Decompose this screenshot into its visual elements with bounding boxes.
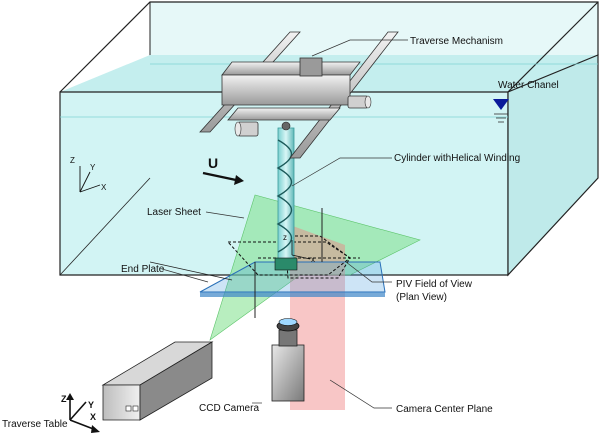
traverse-mechanism-label: Traverse Mechanism <box>410 36 503 47</box>
traverse-carriage-top <box>299 57 323 77</box>
side-camera-side <box>139 341 213 421</box>
leader-laser-sheet <box>205 211 245 219</box>
piv-axis-z-label: z <box>283 233 287 242</box>
channel-top-outline <box>59 1 599 93</box>
cylinder-label: Cylinder withHelical Winding <box>394 153 520 164</box>
channel-right-face <box>507 54 599 277</box>
flow-velocity-indicator: U <box>202 155 244 185</box>
cylinder-holder <box>281 121 291 131</box>
leader-camera-center-plane <box>329 379 392 409</box>
water-level-marker <box>493 99 509 123</box>
side-camera-front <box>102 384 141 421</box>
piv-fov-label-line1: PIV Field of View <box>396 279 473 290</box>
water-channel-label: Water Chanel <box>498 80 559 91</box>
channel-top-right-edge <box>507 1 599 93</box>
flow-arrow-icon <box>234 175 244 185</box>
piv-axis-x-label: x <box>311 255 315 264</box>
end-plate-edge <box>200 292 385 297</box>
ccd-camera-body <box>271 344 305 402</box>
side-camera-port-2 <box>132 405 139 412</box>
leader-cylinder <box>291 157 392 187</box>
piv-fov-square <box>284 235 351 279</box>
channel-axis-y-label: Y <box>90 163 96 172</box>
leader-end-plate <box>161 268 209 283</box>
ccd-camera-label: CCD Camera <box>199 403 259 414</box>
leader-traverse-mechanism <box>311 39 408 57</box>
leader-piv-fov <box>345 261 392 283</box>
water-level-triangle-icon <box>493 99 509 110</box>
side-camera-box <box>101 341 214 421</box>
traverse-table-axes: Z Y X <box>61 393 100 433</box>
channel-left-bottom-edge <box>59 177 151 276</box>
channel-axis-x-label: X <box>101 183 107 192</box>
camera-center-plane-label: Camera Center Plane <box>396 404 493 415</box>
laser-sheet <box>209 194 421 341</box>
table-axis-z-label: Z <box>61 394 67 404</box>
channel-axes: Z Y X <box>70 156 107 193</box>
cylinder-with-helical-winding <box>274 127 298 271</box>
table-axis-x-label: X <box>90 412 96 422</box>
traverse-lower-slide <box>227 107 341 121</box>
end-plate <box>199 261 386 297</box>
end-plate-label: End Plate <box>121 264 165 275</box>
table-axis-y-label: Y <box>88 400 94 410</box>
piv-local-axes: z x <box>283 233 315 264</box>
traverse-carriage <box>221 74 351 106</box>
helical-winding <box>276 139 293 253</box>
cylinder-base <box>274 257 298 271</box>
traverse-table-label: Traverse Table <box>2 419 68 430</box>
flow-axis-line <box>149 261 233 281</box>
channel-axis-z-label: Z <box>70 156 75 165</box>
traverse-slide-upper <box>221 61 361 76</box>
piv-fov-label-line2: (Plan View) <box>396 292 447 303</box>
traverse-mechanism <box>199 31 399 159</box>
leader-lines <box>161 39 408 409</box>
laser-sheet-label: Laser Sheet <box>147 207 201 218</box>
flow-velocity-label: U <box>208 155 218 171</box>
ccd-camera <box>271 318 305 402</box>
ccd-camera-neck <box>278 329 298 347</box>
side-camera-port-1 <box>125 405 132 412</box>
